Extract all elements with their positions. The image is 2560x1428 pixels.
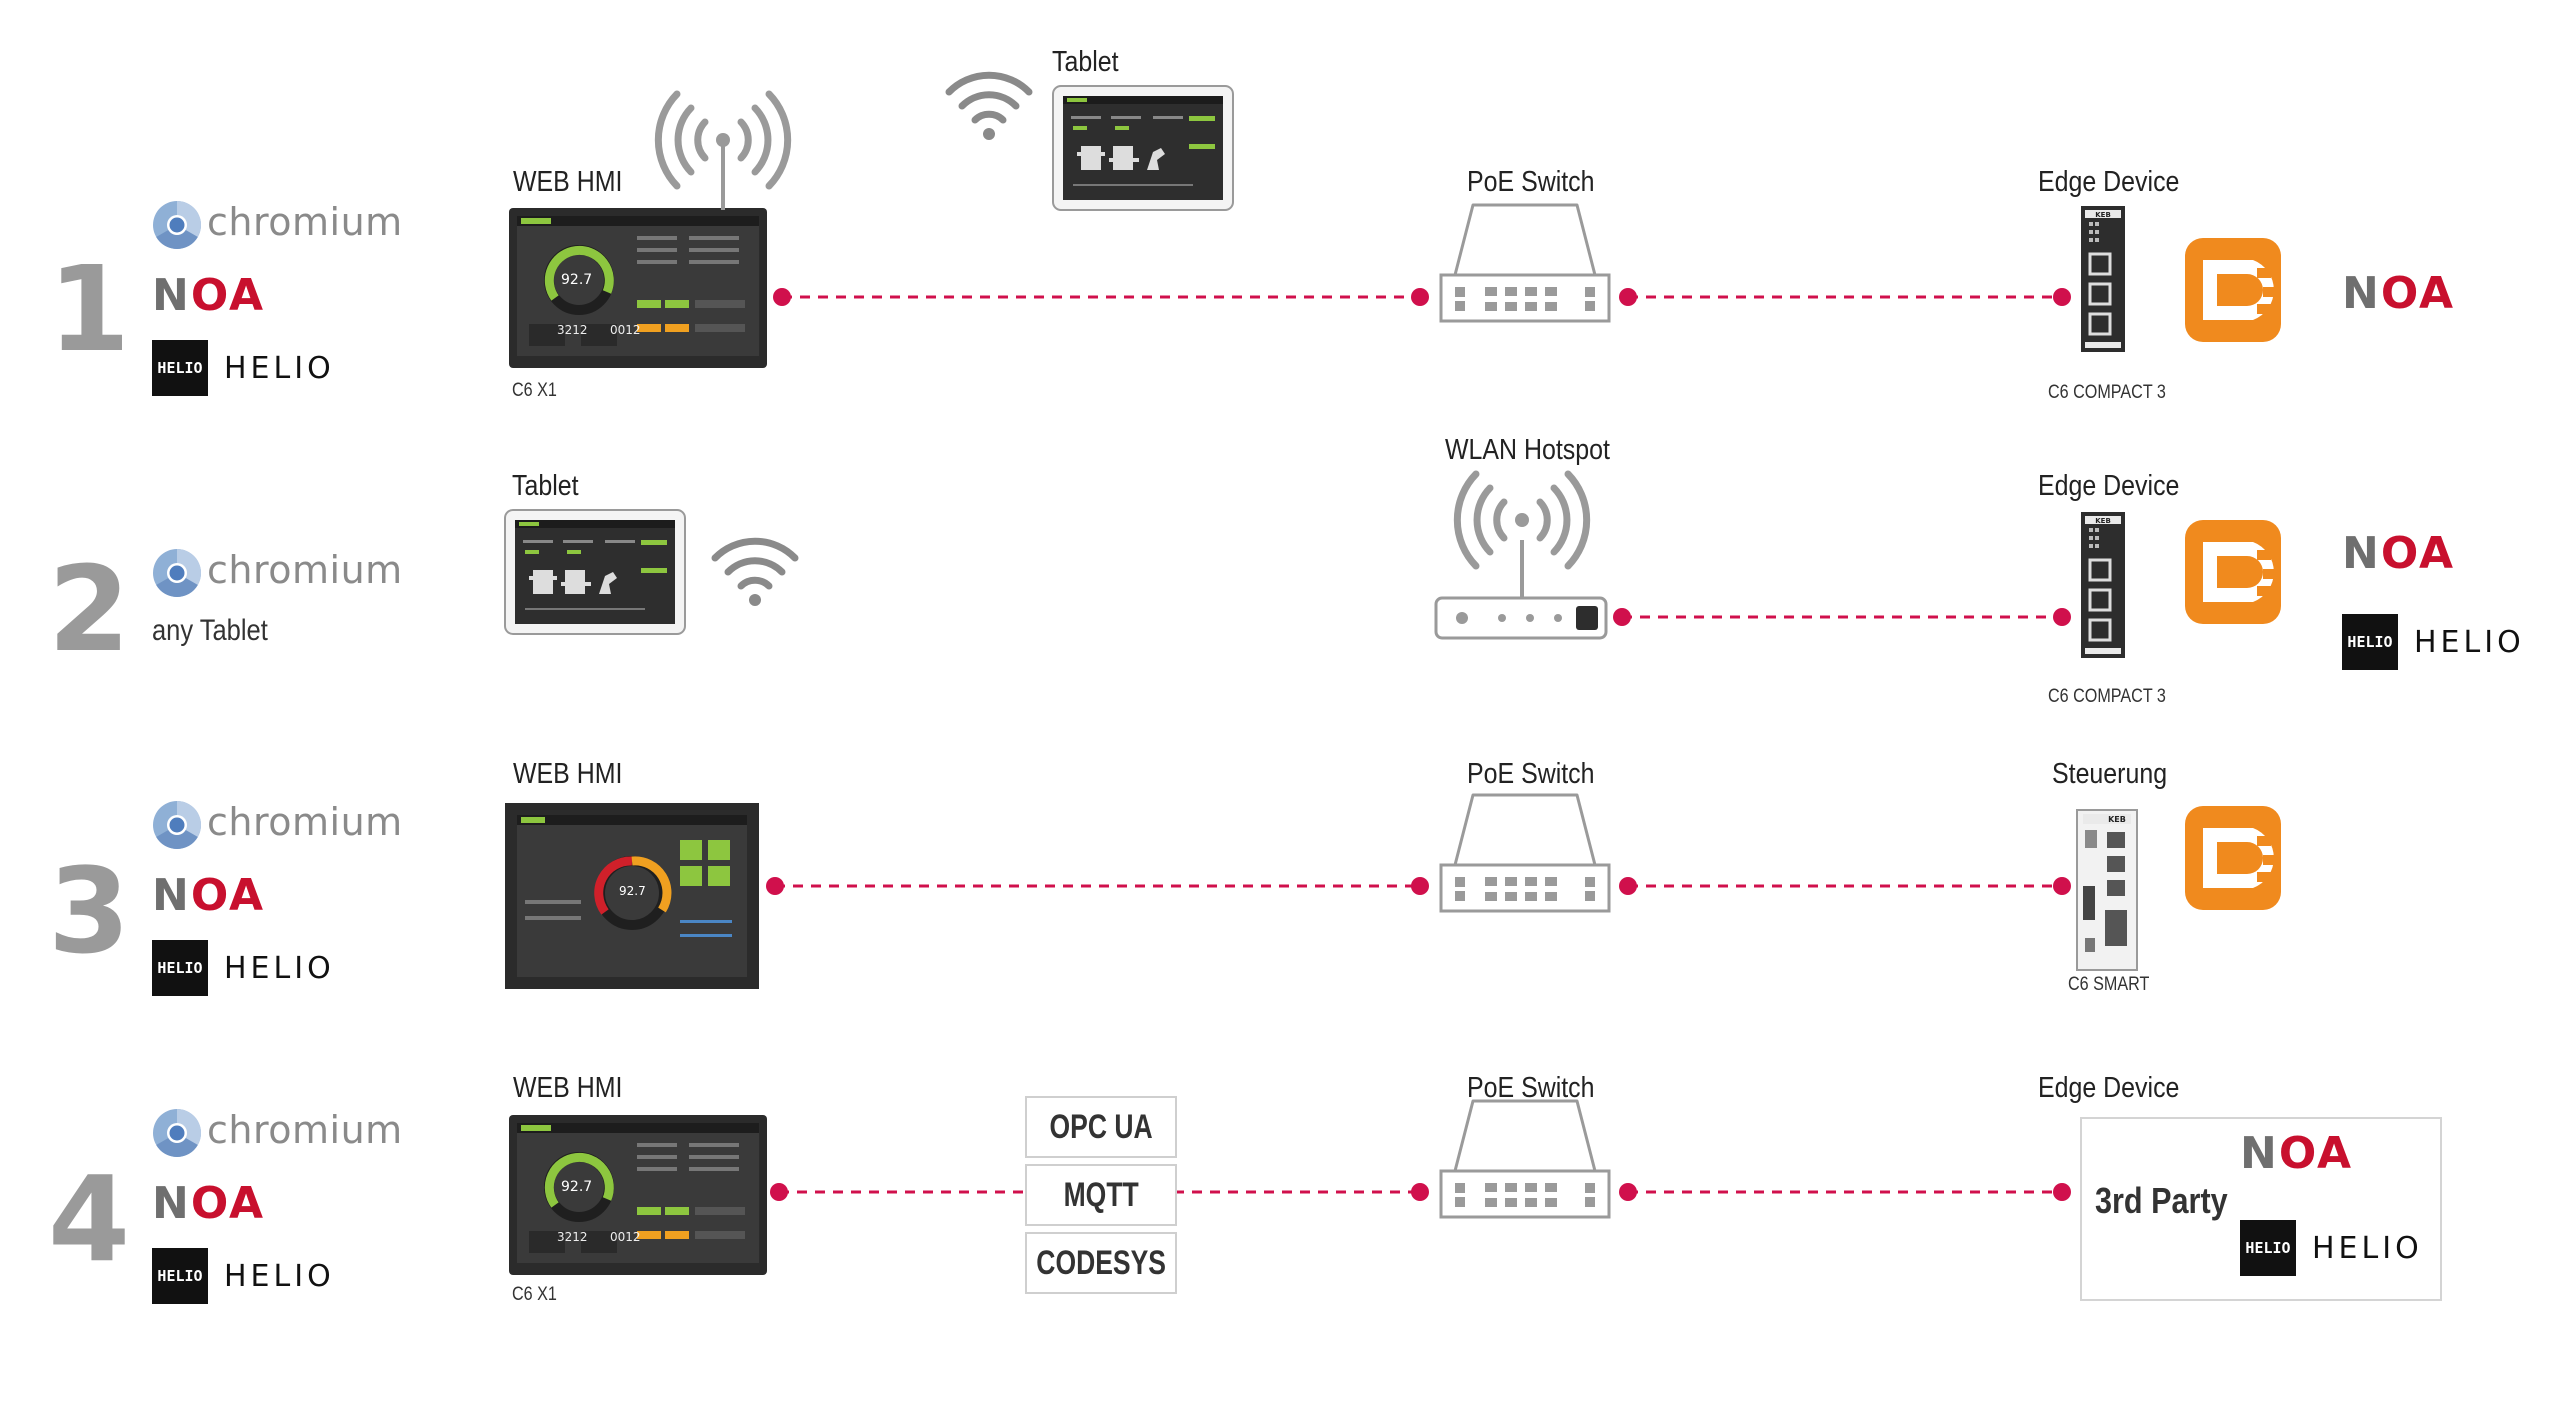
tablet-device [504,509,686,635]
device-label: Tablet [512,470,579,502]
connection-dots [766,288,2071,1201]
c6-compact-device [2079,510,2127,660]
chromium-icon [153,801,202,850]
device-label: Steuerung [2052,758,2168,790]
device-sublabel: C6 SMART [2068,974,2150,995]
c6-compact-device [2079,204,2127,354]
row-number: 2 [48,540,131,678]
noa-logo: NOA [152,1178,266,1229]
device-label: WEB HMI [513,1072,623,1104]
device-label: WLAN Hotspot [1445,434,1610,466]
device-label: WEB HMI [513,758,623,790]
device-label: Edge Device [2038,1072,2180,1104]
gauge-value: 92.7 [561,1179,593,1195]
wifi-icon [949,75,1029,140]
c6-smart-device [2076,809,2138,971]
device-label: Tablet [1052,46,1119,78]
codesys-icon [2185,520,2281,624]
device-label: Edge Device [2038,166,2180,198]
chromium-icon [153,549,202,598]
protocol-codesys: CODESYS [1025,1232,1177,1294]
web-hmi-device [509,208,767,368]
chromium-icon [153,1109,202,1158]
row-number: 4 [48,1150,131,1288]
web-hmi-device [509,1115,767,1275]
device-label: PoE Switch [1467,1072,1595,1104]
connection-lines [775,295,2062,1194]
tablet-device [1052,85,1234,211]
device-label: PoE Switch [1467,166,1595,198]
web-hmi-device [505,803,759,989]
ethernet-switch-icon [1439,1099,1611,1219]
chromium-icon [153,201,202,250]
device-label: WEB HMI [513,166,623,198]
device-label: Edge Device [2038,470,2180,502]
codesys-icon [2185,238,2281,342]
third-party-box [2080,1117,2442,1301]
kpi-value: 0012 [610,1230,641,1244]
codesys-icon [2185,806,2281,910]
ethernet-switch-icon [1439,203,1611,323]
gauge-value: 92.7 [619,884,646,898]
kpi-value: 3212 [557,323,588,337]
gauge-value: 92.7 [561,272,593,288]
chromium-logo: chromium [207,548,403,592]
row-number: 3 [48,842,131,980]
device-sublabel: C6 COMPACT 3 [2048,382,2166,403]
row-number: 1 [48,240,131,378]
third-party-label: 3rd Party [2095,1180,2228,1221]
device-sublabel: C6 COMPACT 3 [2048,686,2166,707]
chromium-logo: chromium [207,200,403,244]
noa-logo: NOA [152,270,266,321]
device-label: PoE Switch [1467,758,1595,790]
noa-logo: NOA [2342,268,2456,319]
protocol-opcua: OPC UA [1025,1096,1177,1158]
protocol-mqtt: MQTT [1025,1164,1177,1226]
router-icon [1434,474,1608,640]
noa-logo: NOA [2240,1128,2354,1179]
device-sublabel: C6 X1 [512,1284,557,1305]
ethernet-switch-icon [1439,793,1611,913]
chromium-logo: chromium [207,1108,403,1152]
kpi-value: 3212 [557,1230,588,1244]
chromium-logo: chromium [207,800,403,844]
any-tablet-label: any Tablet [152,614,268,647]
noa-logo: NOA [2342,528,2456,579]
noa-logo: NOA [152,870,266,921]
kpi-value: 0012 [610,323,641,337]
wifi-icon [715,541,795,606]
device-sublabel: C6 X1 [512,380,557,401]
